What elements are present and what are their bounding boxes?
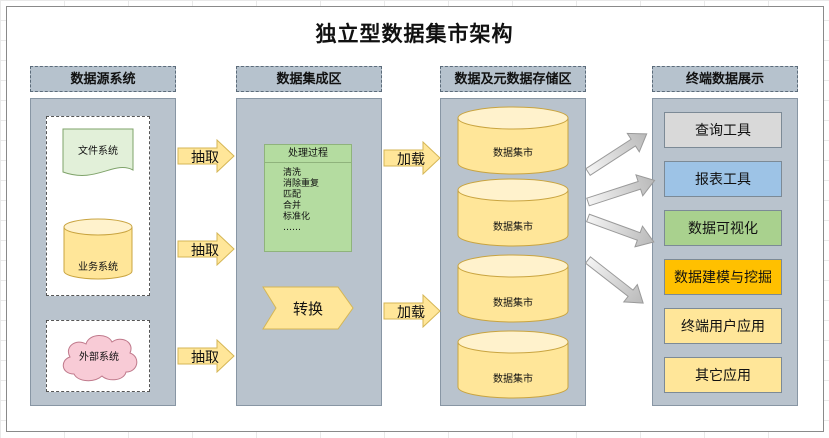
data-mart-cylinder [457,106,569,175]
business-system-label: 业务系统 [78,262,118,273]
arrow-right-icon [177,231,235,267]
arrow-icon [584,256,644,304]
file-system-label: 文件系统 [78,146,118,157]
file-system-icon [62,128,134,176]
business-db-icon [63,218,133,280]
process-step: …… [283,223,301,233]
extract-label-2: 抽取 [191,243,219,259]
transform-label: 转换 [292,300,323,318]
tool-other-app: 其它应用 [664,357,782,393]
extract-arrow-3: 抽取 [177,338,235,377]
arrow-right-icon [177,138,235,174]
chevron-shape [262,286,354,330]
arrow-icon [586,174,656,207]
tool-visualization: 数据可视化 [664,210,782,246]
tool-modeling-mining: 数据建模与挖掘 [664,259,782,295]
process-step: 标准化 [283,212,311,222]
transform-shape: 转换 [262,286,354,330]
external-system-label: 外部系统 [79,352,119,363]
diagram-title: 独立型数据集市架构 [315,22,514,46]
header-integration: 数据集成区 [236,66,382,92]
load-label-2: 加载 [397,305,425,321]
arrow-right-icon [383,293,441,329]
arrow-right-icon [383,140,441,176]
tool-query: 查询工具 [664,112,782,148]
load-arrow-2: 加载 [383,293,441,332]
arrow-icon [585,213,655,248]
tool-report: 报表工具 [664,161,782,197]
data-mart-cylinder [457,330,569,399]
process-step: 清洗 [283,168,302,178]
tool-end-user-app: 终端用户应用 [664,308,782,344]
header-display: 终端数据展示 [652,66,798,92]
output-arrows [584,132,656,304]
extract-label-1: 抽取 [191,150,219,166]
header-source: 数据源系统 [30,66,176,92]
process-step: 合并 [283,201,302,211]
header-storage: 数据及元数据存储区 [440,66,586,92]
extract-label-3: 抽取 [191,350,219,366]
load-arrow-1: 加载 [383,140,441,179]
data-mart-cylinder [457,178,569,247]
data-mart-label: 数据集市 [493,298,533,309]
display-panel [652,98,798,406]
data-mart-label: 数据集市 [493,222,533,233]
process-title: 处理过程 [265,145,351,163]
external-cloud-icon [62,335,138,382]
arrow-icon [585,132,648,177]
extract-arrow-1: 抽取 [177,138,235,177]
data-mart-label: 数据集市 [493,374,533,385]
arrow-right-icon [177,338,235,374]
data-mart-label: 数据集市 [493,148,533,159]
load-label-1: 加载 [397,152,425,168]
extract-arrow-2: 抽取 [177,231,235,270]
process-step: 匹配 [283,190,302,200]
data-mart-cylinder [457,254,569,323]
process-box: 处理过程 清洗 消除重复 匹配 合并 标准化 …… [264,144,352,252]
process-step: 消除重复 [283,179,320,189]
